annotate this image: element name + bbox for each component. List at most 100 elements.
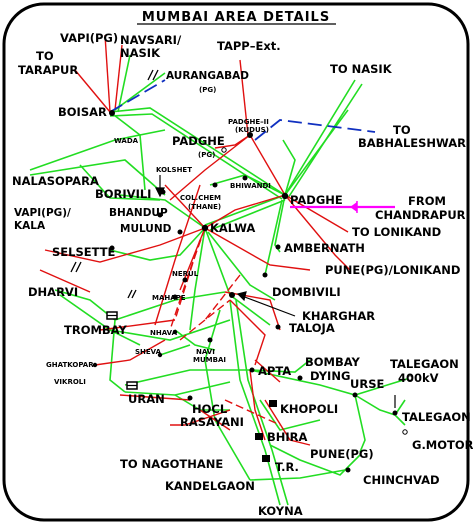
kharghar-pointer	[241, 295, 296, 317]
green-line	[235, 299, 289, 506]
red-lines	[39, 34, 351, 446]
green-line	[284, 79, 356, 196]
label-tarapur: TARAPUR	[18, 63, 78, 77]
node-nhava	[172, 329, 178, 335]
label-sheva: SHEVA	[135, 348, 162, 356]
label-aurangabad: AURANGABAD	[166, 70, 249, 82]
red-dashed-line	[204, 274, 241, 321]
kharghar-pointer-head	[236, 291, 247, 302]
red-line	[169, 134, 251, 201]
node-apta	[249, 367, 255, 373]
label-talegaon-400: TALEGAON	[390, 357, 459, 371]
label-chinchvad: CHINCHVAD	[363, 473, 440, 487]
green-line	[124, 369, 250, 386]
tick-marks	[70, 69, 159, 299]
green-line	[259, 399, 321, 431]
green-line	[229, 299, 281, 506]
node-kharghar	[229, 292, 235, 298]
label-nalasopara: NALASOPARA	[12, 174, 99, 188]
node-mulund	[177, 229, 183, 235]
green-line	[109, 227, 206, 261]
node-bhandup	[157, 212, 163, 218]
label-navsari: NAVSARI/	[120, 33, 182, 47]
label-babhaleshwar: BABHALESHWAR	[358, 136, 466, 150]
green-line	[249, 469, 346, 481]
red-line	[94, 339, 166, 366]
red-line	[214, 134, 251, 149]
label-mulund: MULUND	[120, 223, 172, 235]
green-lines	[29, 54, 411, 506]
label-padghe: PADGHE	[290, 193, 343, 207]
label-vikroli: VIKROLI	[54, 378, 86, 386]
node-padghe-ii	[247, 132, 253, 138]
label-pune-lonikand: PUNE(PG)/LONIKAND	[325, 263, 460, 277]
red-line	[239, 59, 249, 136]
label-borivili: BORIVILI	[95, 187, 151, 201]
node-nerul	[182, 277, 188, 283]
place-labels: VAPI(PG) NAVSARI/ NASIK TAPP–Ext. TO TAR…	[12, 31, 473, 518]
node-mahape	[172, 294, 178, 300]
red-line	[284, 194, 351, 271]
green-line	[29, 159, 166, 196]
red-line	[39, 269, 91, 293]
label-koyna: KOYNA	[258, 504, 303, 518]
bhira-station	[255, 433, 263, 440]
red-line	[284, 194, 349, 233]
green-line	[209, 199, 286, 231]
node-urse	[352, 392, 358, 398]
label-kalwa: KALWA	[210, 221, 255, 235]
blue-dashed-lines	[109, 79, 376, 141]
red-line	[114, 44, 123, 111]
red-line	[99, 319, 176, 331]
green-line	[79, 164, 161, 201]
green-line	[209, 174, 286, 196]
label-bombay: BOMBAY	[305, 355, 361, 369]
label-padghe-ii: PADGHE–II	[228, 118, 269, 126]
label-ghatkopar: GHATKOPAR	[46, 361, 94, 369]
red-line	[204, 194, 286, 229]
khopoli-station	[269, 400, 277, 407]
node-colchem	[212, 182, 218, 188]
node-talegaon-400	[407, 375, 413, 381]
tick-mark	[127, 289, 133, 299]
label-dharvi: DHARVI	[28, 285, 78, 299]
label-thane: (THANE)	[188, 203, 221, 211]
node-talegaon	[392, 410, 398, 416]
green-line	[117, 54, 131, 113]
label-khopoli: KHOPOLI	[280, 402, 338, 416]
node-padghe-pg	[221, 147, 227, 153]
tick-mark	[147, 69, 154, 81]
red-line	[104, 34, 111, 113]
red-line	[170, 409, 231, 426]
node-chinchvad	[345, 467, 351, 473]
red-line	[229, 299, 266, 366]
tick-mark	[152, 69, 159, 81]
green-line	[354, 394, 366, 453]
label-tr: T.R.	[275, 460, 299, 474]
red-line	[74, 69, 111, 113]
label-dying: DYING	[310, 369, 350, 383]
green-line	[189, 227, 206, 331]
label-kala: KALA	[14, 220, 46, 232]
label-uran: URAN	[128, 392, 165, 406]
red-line	[264, 399, 311, 446]
label-kandelgaon: KANDELGAON	[165, 479, 255, 493]
label-rasayani: RASAYANI	[180, 415, 244, 429]
red-line	[249, 369, 266, 441]
label-kolshet: KOLSHET	[156, 166, 192, 174]
label-to-lonikand: TO LONIKAND	[352, 225, 441, 239]
label-pg: (PG)	[198, 151, 215, 159]
tr-station	[262, 455, 270, 462]
green-line	[249, 359, 311, 373]
green-line	[249, 369, 411, 396]
label-dombivili: DOMBIVILI	[272, 285, 341, 299]
label-nerul: NERUL	[172, 270, 199, 278]
green-line	[109, 319, 126, 393]
node-navi-mumbai	[207, 337, 213, 343]
label-gmotor: G.MOTOR	[412, 438, 473, 452]
green-line	[269, 444, 361, 476]
node-bhiwandi	[242, 175, 248, 181]
node-dombivili	[262, 272, 268, 278]
